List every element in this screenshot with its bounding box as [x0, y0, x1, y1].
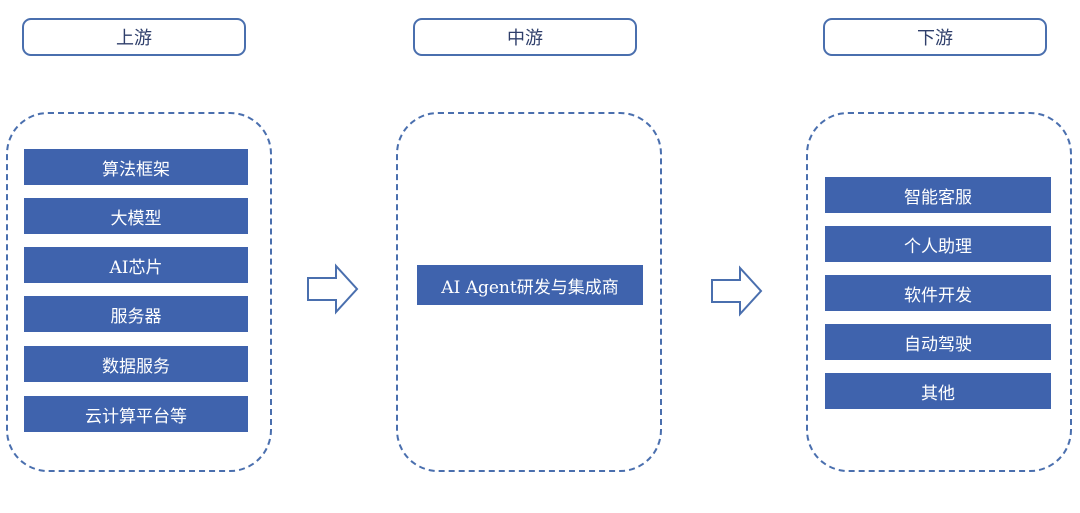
midstream-frame — [396, 112, 662, 472]
upstream-item-server: 服务器 — [24, 296, 248, 332]
downstream-header: 下游 — [823, 18, 1047, 56]
midstream-item-ai-agent-developer: AI Agent研发与集成商 — [417, 265, 643, 305]
downstream-item-personal-assistant: 个人助理 — [825, 226, 1051, 262]
upstream-frame — [6, 112, 272, 472]
upstream-item-label: 大模型 — [110, 208, 162, 229]
upstream-item-label: AI芯片 — [109, 257, 163, 278]
upstream-item-data-service: 数据服务 — [24, 346, 248, 382]
right-arrow-icon — [307, 263, 359, 315]
upstream-item-label: 数据服务 — [102, 356, 170, 377]
downstream-item-label: 软件开发 — [904, 285, 972, 306]
downstream-item-label: 个人助理 — [904, 236, 972, 257]
downstream-item-other: 其他 — [825, 373, 1051, 409]
downstream-item-label: 自动驾驶 — [904, 334, 972, 355]
upstream-item-label: 服务器 — [110, 306, 162, 327]
upstream-item-large-model: 大模型 — [24, 198, 248, 234]
downstream-frame — [806, 112, 1072, 472]
upstream-header: 上游 — [22, 18, 246, 56]
downstream-item-label: 智能客服 — [904, 187, 972, 208]
downstream-item-customer-service: 智能客服 — [825, 177, 1051, 213]
midstream-header: 中游 — [413, 18, 637, 56]
right-arrow-icon — [711, 265, 763, 317]
upstream-item-cloud-platform: 云计算平台等 — [24, 396, 248, 432]
upstream-header-label: 上游 — [116, 28, 152, 49]
upstream-item-label: 算法框架 — [102, 159, 170, 180]
downstream-header-label: 下游 — [917, 28, 953, 49]
upstream-item-ai-chip: AI芯片 — [24, 247, 248, 283]
downstream-item-label: 其他 — [921, 383, 955, 404]
midstream-header-label: 中游 — [507, 28, 543, 49]
downstream-item-software-development: 软件开发 — [825, 275, 1051, 311]
upstream-item-label: 云计算平台等 — [85, 406, 187, 427]
upstream-item-algorithm-framework: 算法框架 — [24, 149, 248, 185]
downstream-item-autonomous-driving: 自动驾驶 — [825, 324, 1051, 360]
midstream-item-label: AI Agent研发与集成商 — [441, 277, 619, 298]
